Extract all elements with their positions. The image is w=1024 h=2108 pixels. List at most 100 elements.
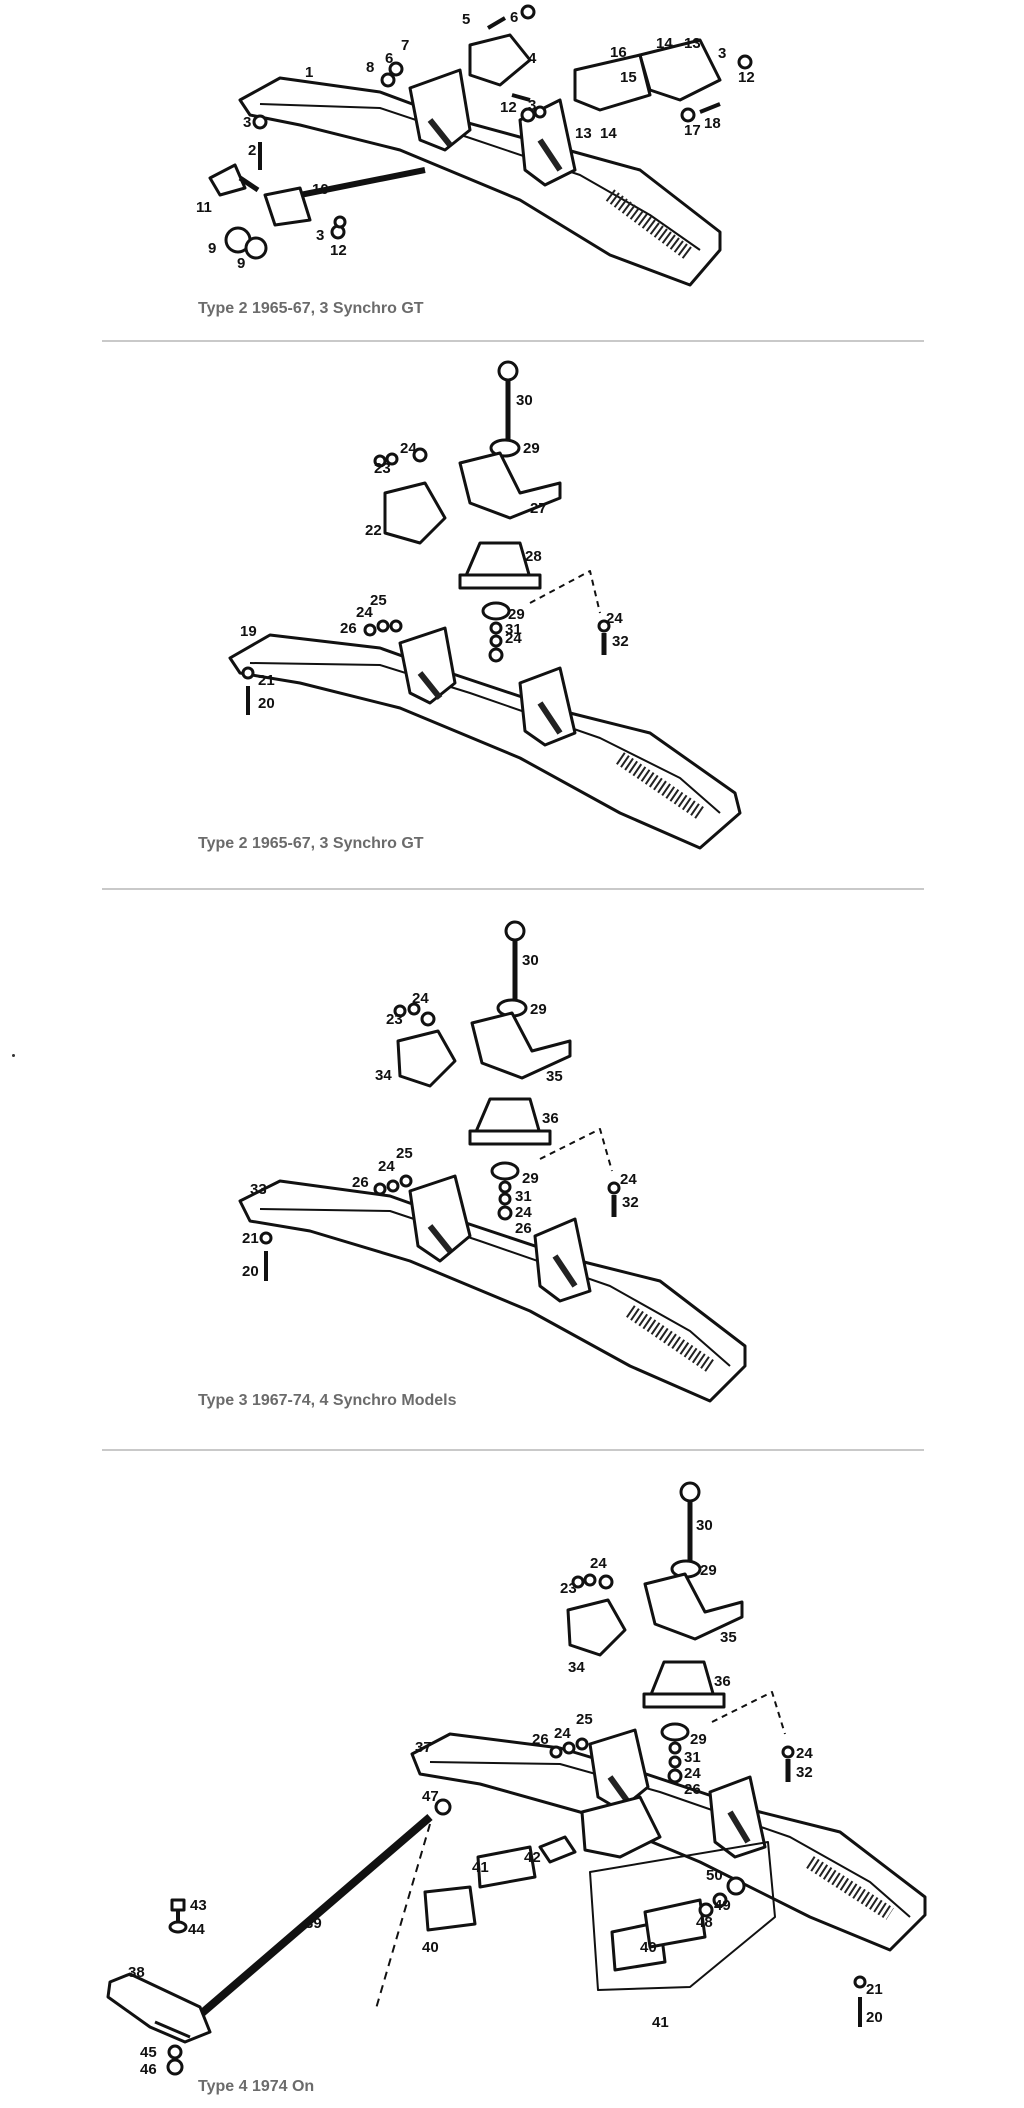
part-callout: 27 <box>530 500 547 517</box>
part-callout: 35 <box>546 1068 563 1085</box>
part-callout: 3 <box>316 227 324 244</box>
part-callout: 7 <box>401 37 409 54</box>
part-callout: 21 <box>866 1981 883 1998</box>
part-callout: 23 <box>386 1011 403 1028</box>
diagram-caption-1: Type 2 1965-67, 3 Synchro GT <box>198 300 424 317</box>
exploded-diagram-2: 19 20 21 22 23 24 24 24 24 25 26 27 28 2… <box>228 360 742 850</box>
part-callout: 29 <box>508 606 525 623</box>
tie-rod <box>177 1813 433 2036</box>
part-callout: 32 <box>796 1764 813 1781</box>
rubber-mount <box>473 1097 542 1136</box>
crossmember <box>238 76 722 287</box>
part-callout: 26 <box>515 1220 532 1237</box>
part-callout: 9 <box>237 255 245 272</box>
diagram-caption-3: Type 3 1967-74, 4 Synchro Models <box>198 1392 457 1409</box>
part-callout: 14 <box>656 35 673 52</box>
part-callout: 49 <box>714 1897 731 1914</box>
mount-bracket <box>470 1011 572 1080</box>
mount-plate <box>468 33 532 87</box>
part-callout: 46 <box>140 2061 157 2078</box>
mount-tower-right <box>708 1775 767 1859</box>
mount-tower-right <box>518 666 577 747</box>
part-callout: 26 <box>352 1174 369 1191</box>
crossmember <box>238 1179 747 1403</box>
part-callout: 24 <box>412 990 429 1007</box>
part-callout: 19 <box>240 623 257 640</box>
crossmember <box>410 1732 927 1952</box>
mount-block <box>383 481 447 545</box>
part-callout: 29 <box>700 1562 717 1579</box>
part-callout: 15 <box>620 69 637 86</box>
part-callout: 24 <box>606 610 623 627</box>
part-callout: 30 <box>516 392 533 409</box>
bracket-16 <box>573 53 652 112</box>
bolt-head <box>679 1481 701 1503</box>
part-callout: 18 <box>704 115 721 132</box>
part-callout: 26 <box>532 1731 549 1748</box>
part-callout: 36 <box>542 1110 559 1127</box>
gearbox-mount <box>580 1795 662 1859</box>
bolt-head <box>504 920 526 942</box>
part-callout: 20 <box>258 695 275 712</box>
part-callout: 2 <box>248 142 256 159</box>
diagram-panel-1: 1 2 3 3 3 3 4 5 6 6 7 8 9 9 10 11 12 12 … <box>0 0 1024 340</box>
part-callout: 24 <box>620 1171 637 1188</box>
part-callout: 24 <box>684 1765 701 1782</box>
exploded-diagram-3: 20 21 23 24 24 24 24 25 26 26 29 29 30 3… <box>238 920 747 1403</box>
part-callout: 11 <box>196 199 212 216</box>
part-callout: 47 <box>422 1788 439 1805</box>
part-callout: 26 <box>684 1781 701 1798</box>
part-callout: 16 <box>610 44 627 61</box>
part-callout: 24 <box>554 1725 571 1742</box>
part-callout: 22 <box>365 522 382 539</box>
exploded-diagram-4: 20 21 23 24 24 24 24 25 26 26 29 29 30 3… <box>106 1481 927 2078</box>
diagram-panel-3: 20 21 23 24 24 24 24 25 26 26 29 29 30 3… <box>0 891 1024 1449</box>
mount-plate <box>566 1598 627 1657</box>
part-callout: 5 <box>462 11 470 28</box>
part-callout: 21 <box>242 1230 259 1247</box>
stray-mark <box>12 1054 15 1057</box>
mount-tower-left <box>398 626 457 705</box>
part-callout: 24 <box>378 1158 395 1175</box>
tie-rod <box>299 167 426 198</box>
part-callout: 24 <box>400 440 417 457</box>
mount-bracket <box>643 1572 744 1641</box>
mount-tower-right <box>533 1217 592 1303</box>
diagram-panel-4: 20 21 23 24 24 24 24 25 26 26 29 29 30 3… <box>0 1452 1024 2108</box>
rubber-mount-block <box>638 38 722 102</box>
part-callout: 21 <box>258 672 275 689</box>
part-callout: 41 <box>652 2014 669 2031</box>
stud-bracket <box>208 163 247 197</box>
rubber-block-41 <box>476 1845 537 1889</box>
part-callout: 26 <box>340 620 357 637</box>
part-callout: 32 <box>612 633 629 650</box>
diagram-caption-4: Type 4 1974 On <box>198 2078 315 2095</box>
part-callout: 29 <box>522 1170 539 1187</box>
diagram-caption-2: Type 2 1965-67, 3 Synchro GT <box>198 835 424 852</box>
part-callout: 43 <box>190 1897 207 1914</box>
part-callout: 50 <box>706 1867 723 1884</box>
part-callout: 12 <box>330 242 347 259</box>
part-callout: 24 <box>505 630 522 647</box>
part-callout: 20 <box>242 1263 259 1280</box>
part-callout: 6 <box>510 9 518 26</box>
crossmember <box>228 633 742 850</box>
part-callout: 3 <box>528 97 536 114</box>
part-callout: 34 <box>375 1067 392 1084</box>
part-callout: 24 <box>356 604 373 621</box>
part-callout: 30 <box>696 1517 713 1534</box>
part-callout: 25 <box>396 1145 413 1162</box>
part-callout: 24 <box>515 1204 532 1221</box>
part-callout: 29 <box>690 1731 707 1748</box>
part-callout: 31 <box>515 1188 532 1205</box>
part-callout: 42 <box>524 1849 541 1866</box>
part-callout: 25 <box>576 1711 593 1728</box>
part-callout: 20 <box>866 2009 883 2026</box>
part-callout: 33 <box>250 1181 267 1198</box>
part-callout: 37 <box>415 1739 432 1756</box>
part-callout: 41 <box>472 1859 489 1876</box>
part-callout: 24 <box>590 1555 607 1572</box>
part-callout: 30 <box>522 952 539 969</box>
part-callout: 14 <box>600 125 617 142</box>
part-callout: 12 <box>738 69 755 86</box>
